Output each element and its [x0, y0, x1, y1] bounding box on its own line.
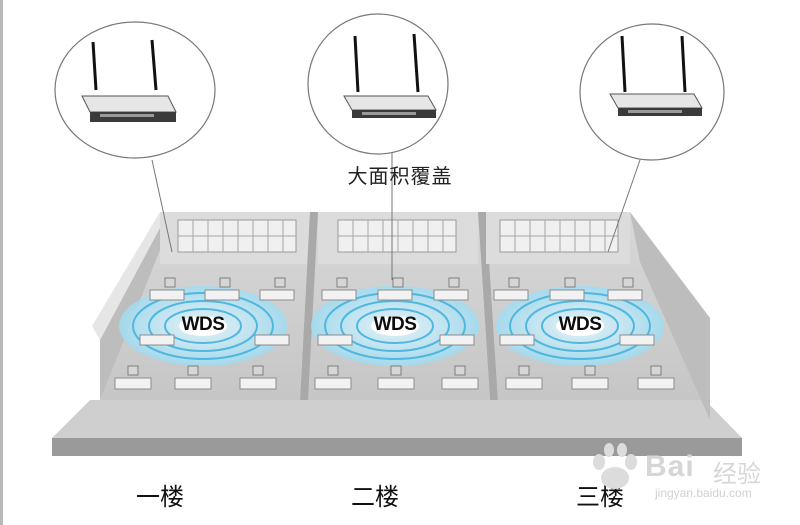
desk-pcs — [127, 277, 662, 376]
wds-label-3: WDS — [558, 314, 602, 335]
watermark-brand: Bai — [645, 450, 695, 483]
floor-label-1: 一楼 — [136, 483, 184, 511]
watermark-url: jingyan.baidu.com — [655, 486, 752, 500]
signal-coverage-1 — [119, 286, 287, 366]
router-bubble-2 — [307, 13, 449, 155]
wds-label-1: WDS — [181, 314, 225, 335]
callout-lines — [151, 152, 641, 280]
baidu-watermark: Bai 经验 jingyan.baidu.com — [585, 430, 795, 510]
left-border — [0, 0, 3, 525]
platform-top — [52, 400, 742, 438]
router-bubble-3 — [579, 23, 725, 161]
coverage-caption: 大面积覆盖 — [347, 164, 453, 188]
floor-label-2: 二楼 — [351, 483, 399, 511]
signal-coverage-2 — [311, 286, 479, 366]
paw-logo-icon — [593, 443, 637, 489]
window-grids — [178, 220, 618, 252]
workstation-desks — [114, 289, 675, 390]
router-bubble-1 — [54, 21, 216, 159]
wds-label-2: WDS — [373, 314, 417, 335]
platform-front — [52, 438, 742, 456]
watermark-brand-suffix: 经验 — [713, 460, 761, 488]
